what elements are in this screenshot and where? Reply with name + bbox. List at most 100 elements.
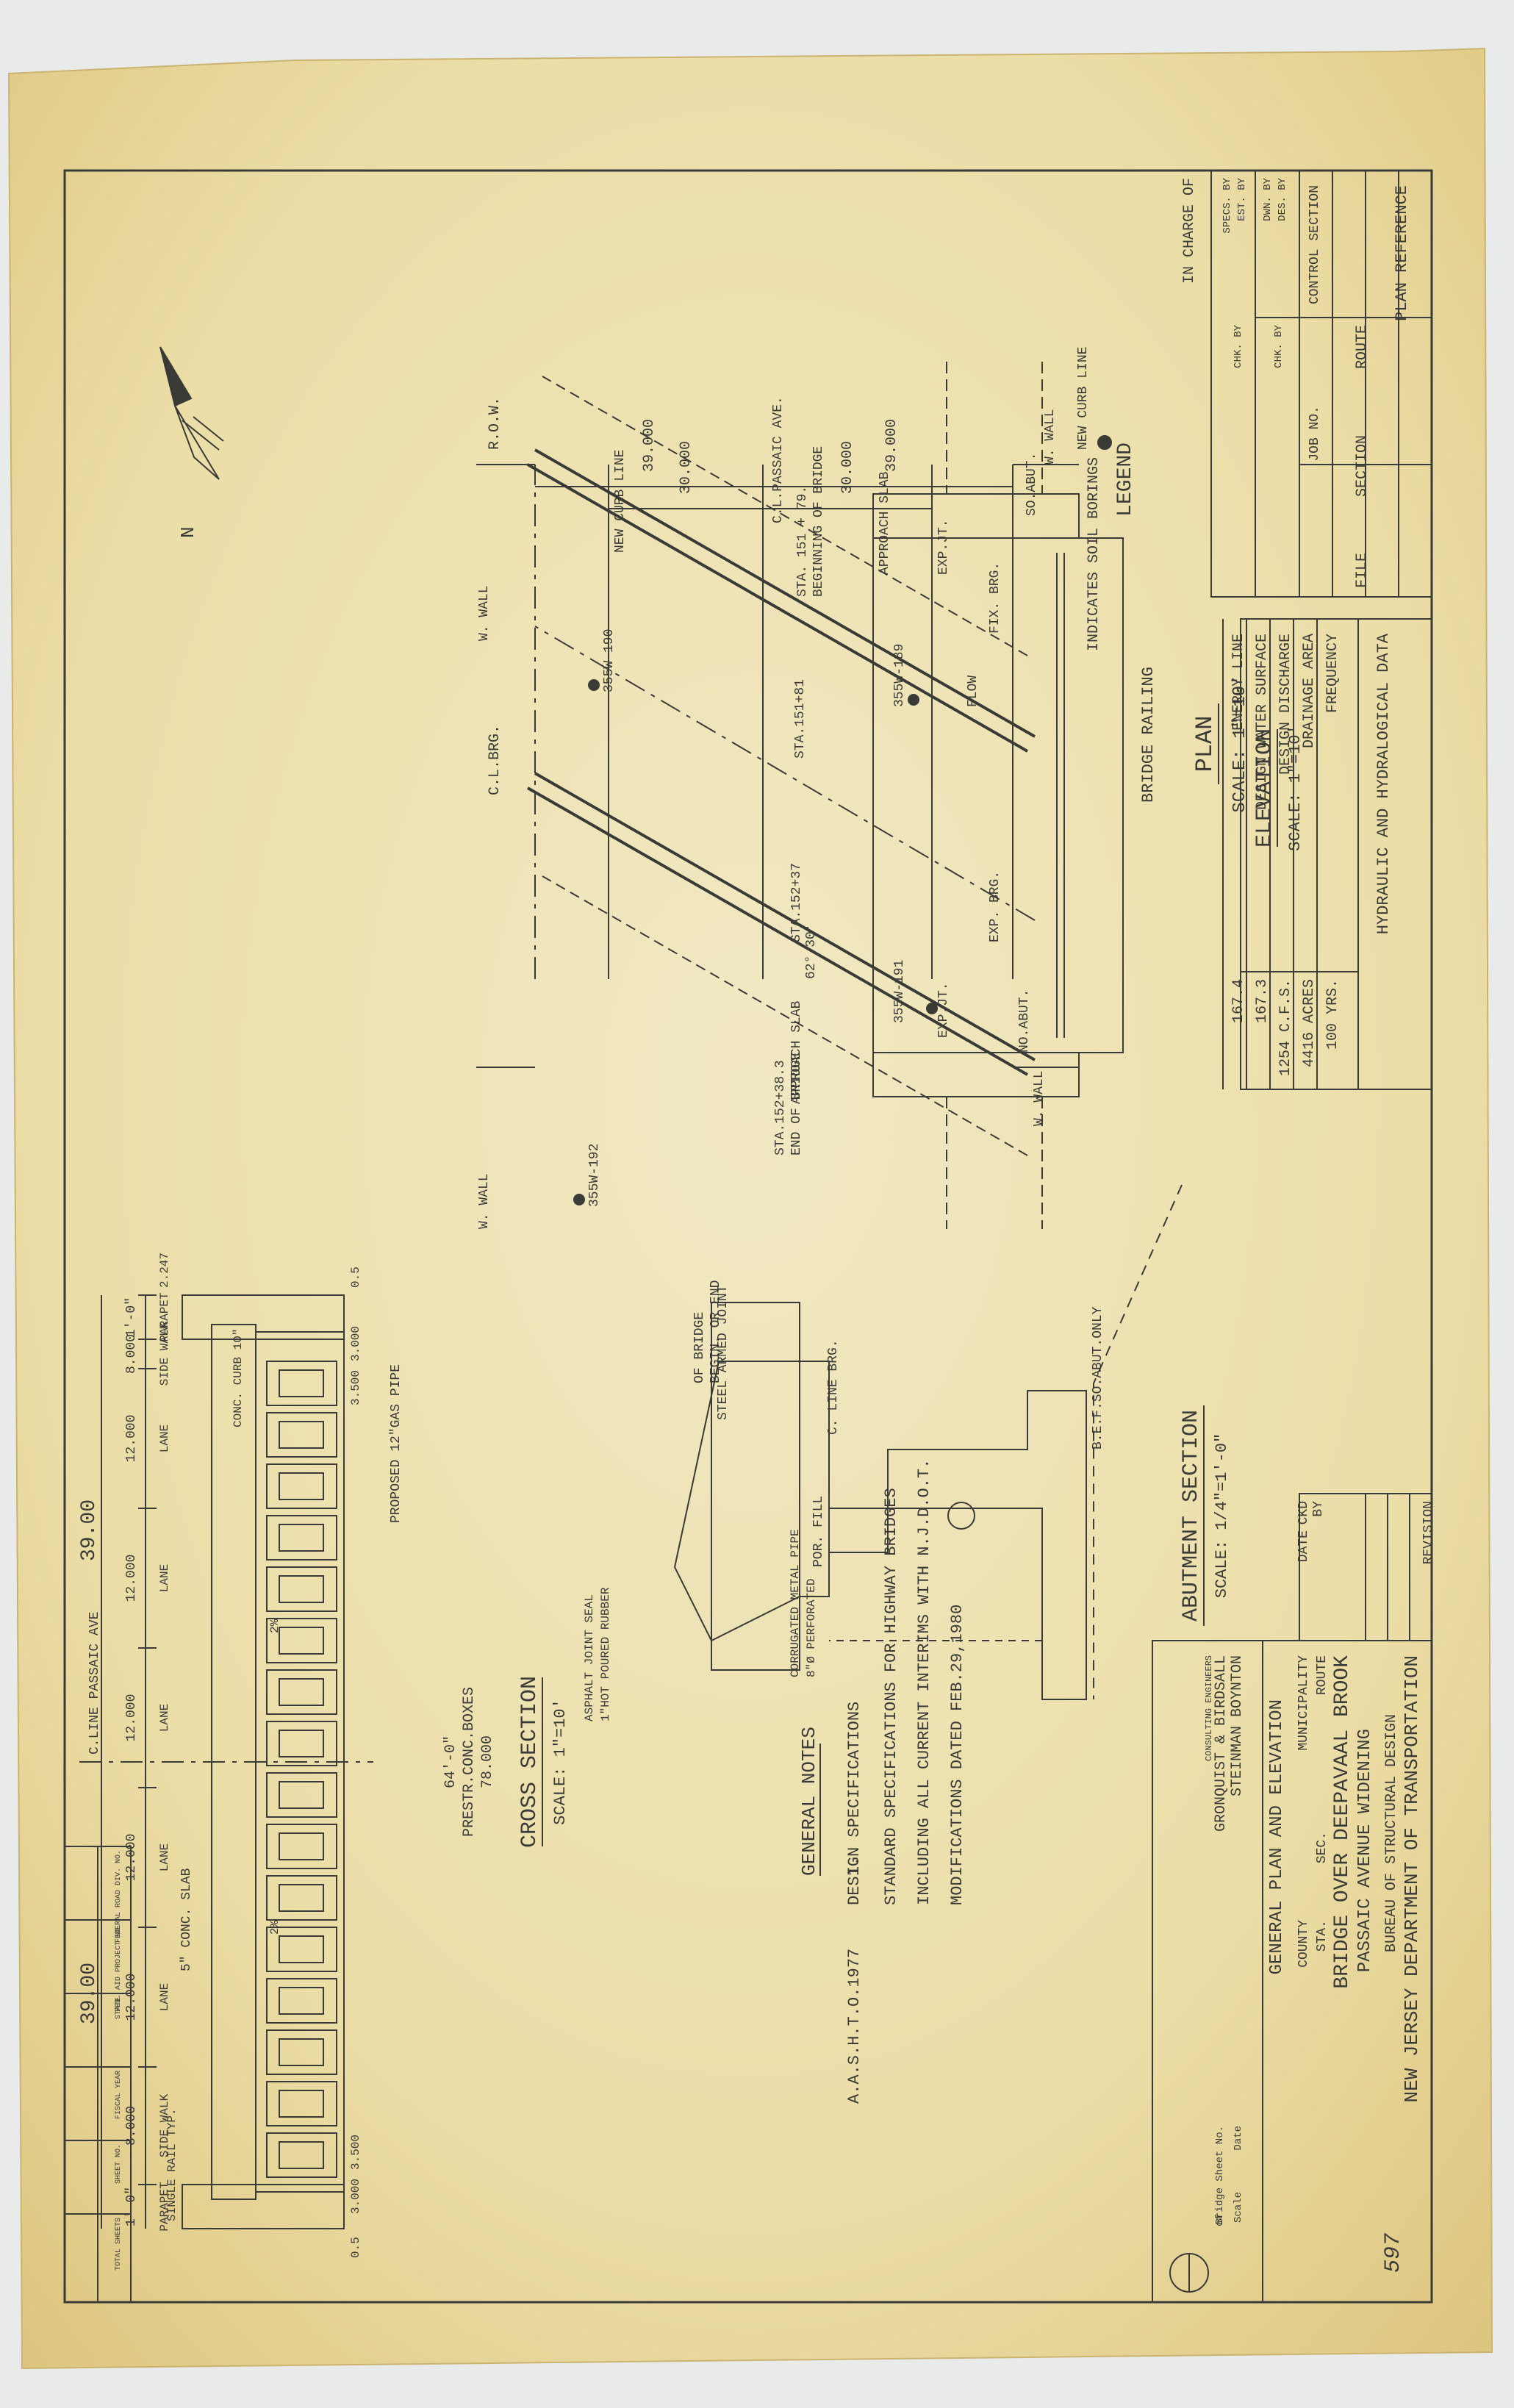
hydraulic-title: HYDRAULIC AND HYDRALOGICAL DATA	[1374, 633, 1393, 934]
plan-w-wall-3: W. WALL	[477, 585, 492, 641]
plan-no-abut: NO.ABUT.	[1017, 989, 1032, 1053]
xs-conc-slab: 5" CONC. SLAB	[179, 1868, 194, 1971]
ab-por-fill: POR. FILL	[811, 1496, 826, 1567]
tb-firm-3: CONSULTING ENGINEERS	[1204, 1655, 1214, 1761]
abutment-scale: SCALE: 1/4"=1'-0"	[1213, 1433, 1231, 1598]
plan-dim-39b: 39.000	[641, 419, 658, 472]
boring-189: 355W-189	[892, 644, 907, 707]
plan-ref-title: PLAN REFERENCE	[1393, 185, 1411, 321]
elev-exp-brg: EXP. BRG.	[988, 871, 1002, 942]
hydraulic-table: HYDRAULIC AND HYDRALOGICAL DATA FREQUENC…	[1222, 618, 1432, 1090]
prestressed-box-void	[279, 2141, 324, 2169]
hydraulic-value: 100 YRS.	[1324, 979, 1341, 1050]
plan-new-curb: NEW CURB LINE	[613, 450, 628, 553]
plan-end-sta: STA.152+38.3	[773, 1060, 788, 1155]
boring-icon	[926, 1003, 938, 1014]
ref-chk-1: CHK. BY	[1273, 324, 1285, 368]
plan-dim-30a: 30.000	[839, 441, 856, 494]
route-header: ROUTE	[1354, 325, 1371, 369]
file-header: FILE	[1354, 553, 1371, 588]
xs-dim-label: LANE	[158, 1425, 171, 1452]
tb-sheet-no: Bridge Sheet No.	[1214, 2126, 1226, 2224]
control-section: CONTROL SECTION	[1307, 185, 1322, 304]
notes-title: GENERAL NOTES	[798, 1727, 820, 1876]
tb-sec: SEC.	[1315, 1832, 1330, 1863]
plan-row: R.O.W.	[487, 397, 503, 450]
notes-spec-rest: A.A.S.H.T.O.1977	[845, 1949, 864, 2104]
plan-end-bridge: END OF BRIDGE	[789, 1053, 804, 1155]
prestressed-box	[266, 1361, 337, 1406]
section-header: SECTION	[1354, 435, 1371, 497]
xs-d-3500: 3.500	[349, 1370, 362, 1405]
boring-icon	[908, 694, 919, 706]
hydraulic-label: DRAINAGE AREA	[1301, 634, 1318, 748]
abutment-title: ABUTMENT SECTION	[1179, 1410, 1204, 1622]
xs-boxes-2: PRESTR.CONC.BOXES	[461, 1687, 478, 1837]
tb-firm-2: GRONQUIST & BIRDSALL	[1213, 1655, 1230, 1832]
notes-line-2: INCLUDING ALL CURRENT INTERIMS WITH N.J.…	[915, 1459, 933, 1905]
prestressed-box	[266, 1618, 337, 1663]
xs-dim-label: SIDE WALK	[158, 2093, 171, 2157]
elev-exp-jt-1: EXP.JT.	[936, 519, 951, 575]
tb-bridge: BRIDGE OVER DEEPAVAAL BROOK	[1331, 1655, 1354, 1989]
prestressed-box	[266, 1412, 337, 1458]
plan-so-abut: SO.ABUT.	[1025, 453, 1039, 516]
xs-d-3500b: 3.500	[349, 2135, 362, 2170]
in-charge: IN CHARGE OF	[1181, 178, 1198, 284]
plan-begin-sta: STA. 151 + 79.	[795, 486, 810, 597]
ref-row-des: DES. BY	[1277, 177, 1288, 221]
xs-dim-label: PARAPET	[158, 1292, 171, 1341]
fed-cell-label: FED. AID PROJECT NO.	[115, 1924, 123, 2012]
xs-d-05a: 0.5	[349, 1266, 362, 1288]
fed-cell-label: STATE	[115, 1997, 123, 2019]
legend: LEGEND INDICATES SOIL BORINGS	[1086, 435, 1137, 651]
hydraulic-value: 167.3	[1254, 979, 1271, 1023]
prestressed-box	[266, 2132, 337, 2178]
plan-angle: 62° 30'	[804, 923, 819, 979]
general-notes: GENERAL NOTES 1. DESIGN SPECIFICATIONS A…	[798, 1459, 966, 2104]
notes-spec-title: DESIGN SPECIFICATIONS	[845, 1702, 864, 1905]
prestressed-box	[266, 1669, 337, 1715]
prestressed-box-void	[279, 1730, 324, 1757]
xs-boxes-3: 78.000	[479, 1735, 496, 1788]
rev-col-date: DATE	[1296, 1530, 1311, 1562]
ab-pipe-1: 8"Ø PERFORATED	[805, 1579, 818, 1677]
prestressed-box-void	[279, 1935, 324, 1963]
prestressed-box	[266, 1927, 337, 1972]
ref-row-specs: SPECS. BY	[1221, 177, 1233, 233]
prestressed-box-void	[279, 1575, 324, 1603]
prestressed-box-void	[279, 1987, 324, 2015]
tb-municipality: MUNICIPALITY	[1296, 1655, 1311, 1751]
plan-w-wall-2: W. WALL	[1032, 1070, 1047, 1126]
elevation-view: BRIDGE RAILING EXP.JT. EXP.JT. FIX. BRG.…	[872, 362, 1305, 1229]
rev-col-ckd: CKD	[1296, 1501, 1311, 1524]
revision-block: REVISION BY CKD DATE	[1296, 1493, 1436, 1641]
job-no: JOB NO.	[1307, 406, 1322, 462]
rev-col-by: BY	[1311, 1501, 1326, 1517]
tb-sta: STA.	[1315, 1920, 1330, 1952]
ab-befso: B.E.F.SO.ABUT.ONLY	[1091, 1306, 1105, 1450]
prestressed-box-void	[279, 1421, 324, 1449]
abutment-section: BEGIN. OR END OF BRIDGE STEEL ARMED JOIN…	[583, 1184, 1231, 1721]
boring-icon	[588, 679, 600, 691]
ref-chk-2: CHK. BY	[1233, 324, 1244, 368]
notes-num: 1.	[845, 1857, 864, 1876]
boring-191: 355W-191	[892, 960, 907, 1023]
boring-190: 355W-190	[602, 629, 617, 692]
tb-date: Date	[1233, 2126, 1244, 2151]
boring-icon	[573, 1194, 585, 1205]
rev-col-revision: REVISION	[1421, 1501, 1436, 1564]
xs-single-rail: SINGLE RAIL TYP.	[165, 2108, 179, 2221]
ab-rubber-2: ASPHALT JOINT SEAL	[583, 1594, 596, 1721]
fed-cell-label: FISCAL YEAR	[115, 2071, 123, 2119]
plan-dim-39a: 39.000	[883, 419, 900, 472]
xs-conc-curb: CONC. CURB 10"	[232, 1329, 245, 1427]
plan-new-curb-2: NEW CURB LINE	[1076, 347, 1091, 450]
prestressed-box	[266, 2081, 337, 2126]
north-arrow-icon: N	[159, 346, 224, 538]
xs-dim-label: LANE	[158, 1983, 171, 2011]
prestressed-box	[266, 1463, 337, 1509]
plan-cl-brg-sta2: STA.152+37	[789, 863, 804, 942]
xs-slope-2: 2%	[268, 1920, 281, 1935]
